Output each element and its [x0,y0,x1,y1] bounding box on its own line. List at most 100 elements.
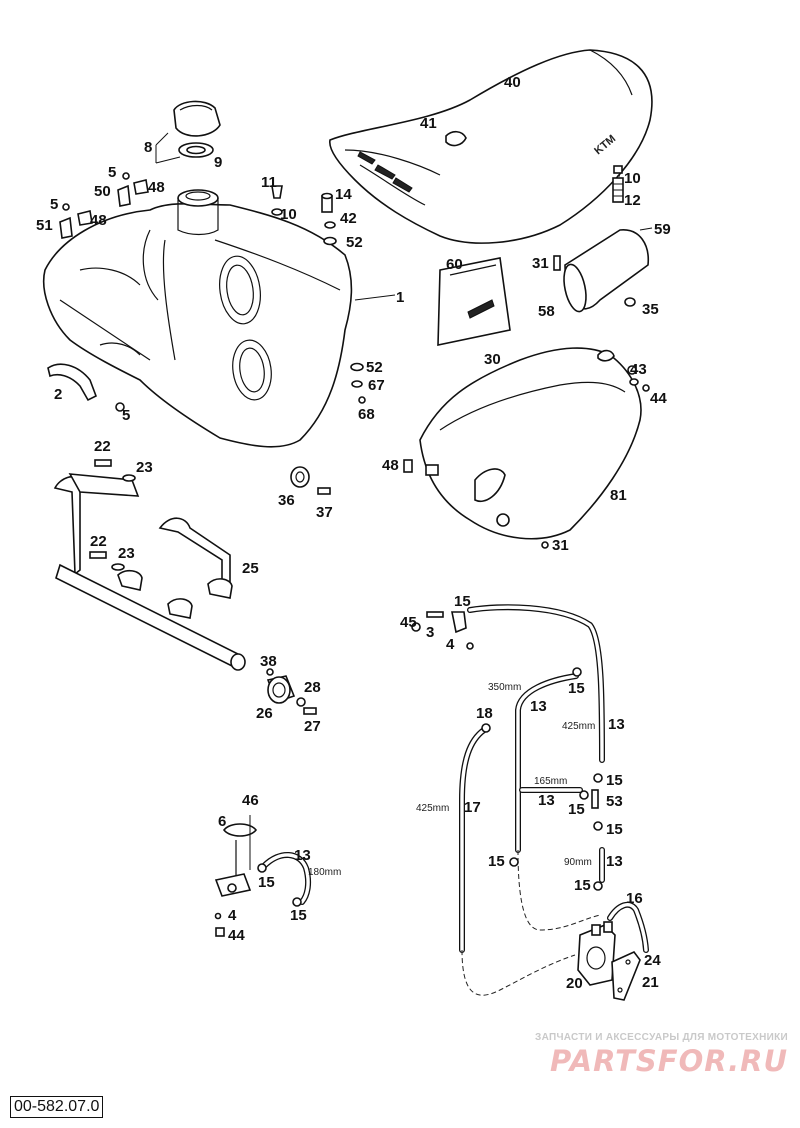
fuel-cap [155,100,221,164]
callout-48: 48 [382,457,399,474]
dimension-425mm: 425mm [562,721,595,732]
callout-43: 43 [630,361,647,378]
callout-24: 24 [644,952,661,969]
fuel-tank [43,189,353,448]
callout-14: 14 [335,186,352,203]
callout-3: 3 [426,624,434,641]
callout-58: 58 [538,303,555,320]
callout-44: 44 [650,390,667,407]
callout-5: 5 [50,196,58,213]
callout-6: 6 [218,813,226,830]
dimension-425mm: 425mm [416,803,449,814]
callout-13: 13 [294,847,311,864]
callout-42: 42 [340,210,357,227]
callout-35: 35 [642,301,659,318]
callout-28: 28 [304,679,321,696]
document-code: 00-582.07.0 [10,1096,104,1118]
leader-lines [354,175,653,301]
watermark-caption: ЗАПЧАСТИ И АКСЕССУАРЫ ДЛЯ МОТОТЕХНИКИ [535,1032,788,1043]
callout-48: 48 [148,179,165,196]
tank-hardware-left [59,172,149,239]
callout-44: 44 [228,927,245,944]
callout-20: 20 [566,975,583,992]
callout-10: 10 [624,170,641,187]
airbox-59 [553,229,649,313]
callout-22: 22 [94,438,111,455]
callout-12: 12 [624,192,641,209]
callout-40: 40 [504,74,521,91]
callout-60: 60 [446,256,463,273]
callout-13: 13 [538,792,555,809]
callout-4: 4 [446,636,455,653]
callout-59: 59 [654,221,671,238]
callout-52: 52 [346,234,363,251]
seat: KTM [329,49,653,244]
dimension-90mm: 90mm [564,857,592,868]
callout-21: 21 [642,974,659,991]
tank-hardware-right [271,185,366,404]
callout-18: 18 [476,705,493,722]
callout-8: 8 [144,139,152,156]
callout-45: 45 [400,614,417,631]
fuel-tap [214,815,312,937]
dimension-180mm: 180mm [308,867,341,878]
callout-15: 15 [454,593,471,610]
callout-17: 17 [464,799,481,816]
callout-13: 13 [608,716,625,733]
watermark-logo: PARTSFOR.RU [550,1044,788,1078]
callout-23: 23 [136,459,153,476]
callout-23: 23 [118,545,135,562]
callout-67: 67 [368,377,385,394]
dimension-350mm: 350mm [488,682,521,693]
fuel-line-system [411,604,649,996]
side-panel [419,347,642,540]
callout-2: 2 [54,386,62,403]
dimension-165mm: 165mm [534,776,567,787]
callout-27: 27 [304,718,321,735]
callout-36: 36 [278,492,295,509]
dimension-labels: 350mm 425mm 425mm 165mm 90mm 180mm [308,682,595,878]
callout-1: 1 [396,289,404,306]
callout-labels: 40 41 10 12 8 9 5 50 48 5 51 48 11 10 14… [36,74,671,992]
callout-51: 51 [36,217,53,234]
callout-48: 48 [90,212,107,229]
subframe-bracket [53,459,246,671]
callout-9: 9 [214,154,222,171]
fuel-pump [577,921,641,1001]
callout-30: 30 [484,351,501,368]
grommet-36 [290,466,331,495]
panel-hardware [403,365,650,549]
callout-15: 15 [568,801,585,818]
callout-31: 31 [532,255,549,272]
callout-81: 81 [610,487,627,504]
tank-bracket [47,363,125,412]
callout-41: 41 [420,115,437,132]
callout-13: 13 [606,853,623,870]
seat-bolt [612,165,624,203]
callout-4: 4 [228,907,237,924]
callout-15: 15 [488,853,505,870]
callout-37: 37 [316,504,333,521]
callout-31: 31 [552,537,569,554]
callout-15: 15 [568,680,585,697]
callout-26: 26 [256,705,273,722]
callout-11: 11 [261,174,277,191]
callout-5: 5 [122,407,130,424]
callout-5: 5 [108,164,116,181]
callout-15: 15 [258,874,275,891]
callout-25: 25 [242,560,259,577]
callout-16: 16 [626,890,643,907]
callout-15: 15 [606,821,623,838]
callout-22: 22 [90,533,107,550]
callout-15: 15 [290,907,307,924]
callout-68: 68 [358,406,375,423]
callout-50: 50 [94,183,111,200]
callout-38: 38 [260,653,277,670]
rubber-bush [266,668,317,715]
number-plate-60 [437,257,511,346]
callout-15: 15 [574,877,591,894]
callout-52: 52 [366,359,383,376]
callout-46: 46 [242,792,259,809]
callout-13: 13 [530,698,547,715]
